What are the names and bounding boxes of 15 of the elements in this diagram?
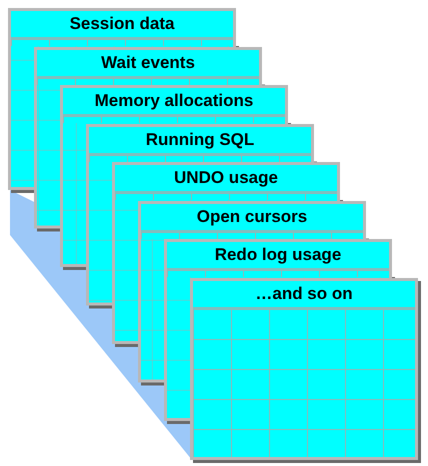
table-card [112,162,340,200]
table-title: Session data [68,14,176,34]
table-title: UNDO usage [173,168,279,188]
table-title: Redo log usage [214,245,342,265]
table-card [86,124,314,162]
table-card [164,239,392,277]
table-title: Running SQL [144,130,256,150]
table-title: Open cursors [196,206,308,226]
table-card [34,46,262,84]
table-card [138,200,366,238]
table-title: Wait events [100,52,196,72]
table-card [8,8,236,46]
table-card [60,85,288,123]
table-title: Memory allocations [94,91,254,111]
table-title: …and so on [254,284,354,304]
